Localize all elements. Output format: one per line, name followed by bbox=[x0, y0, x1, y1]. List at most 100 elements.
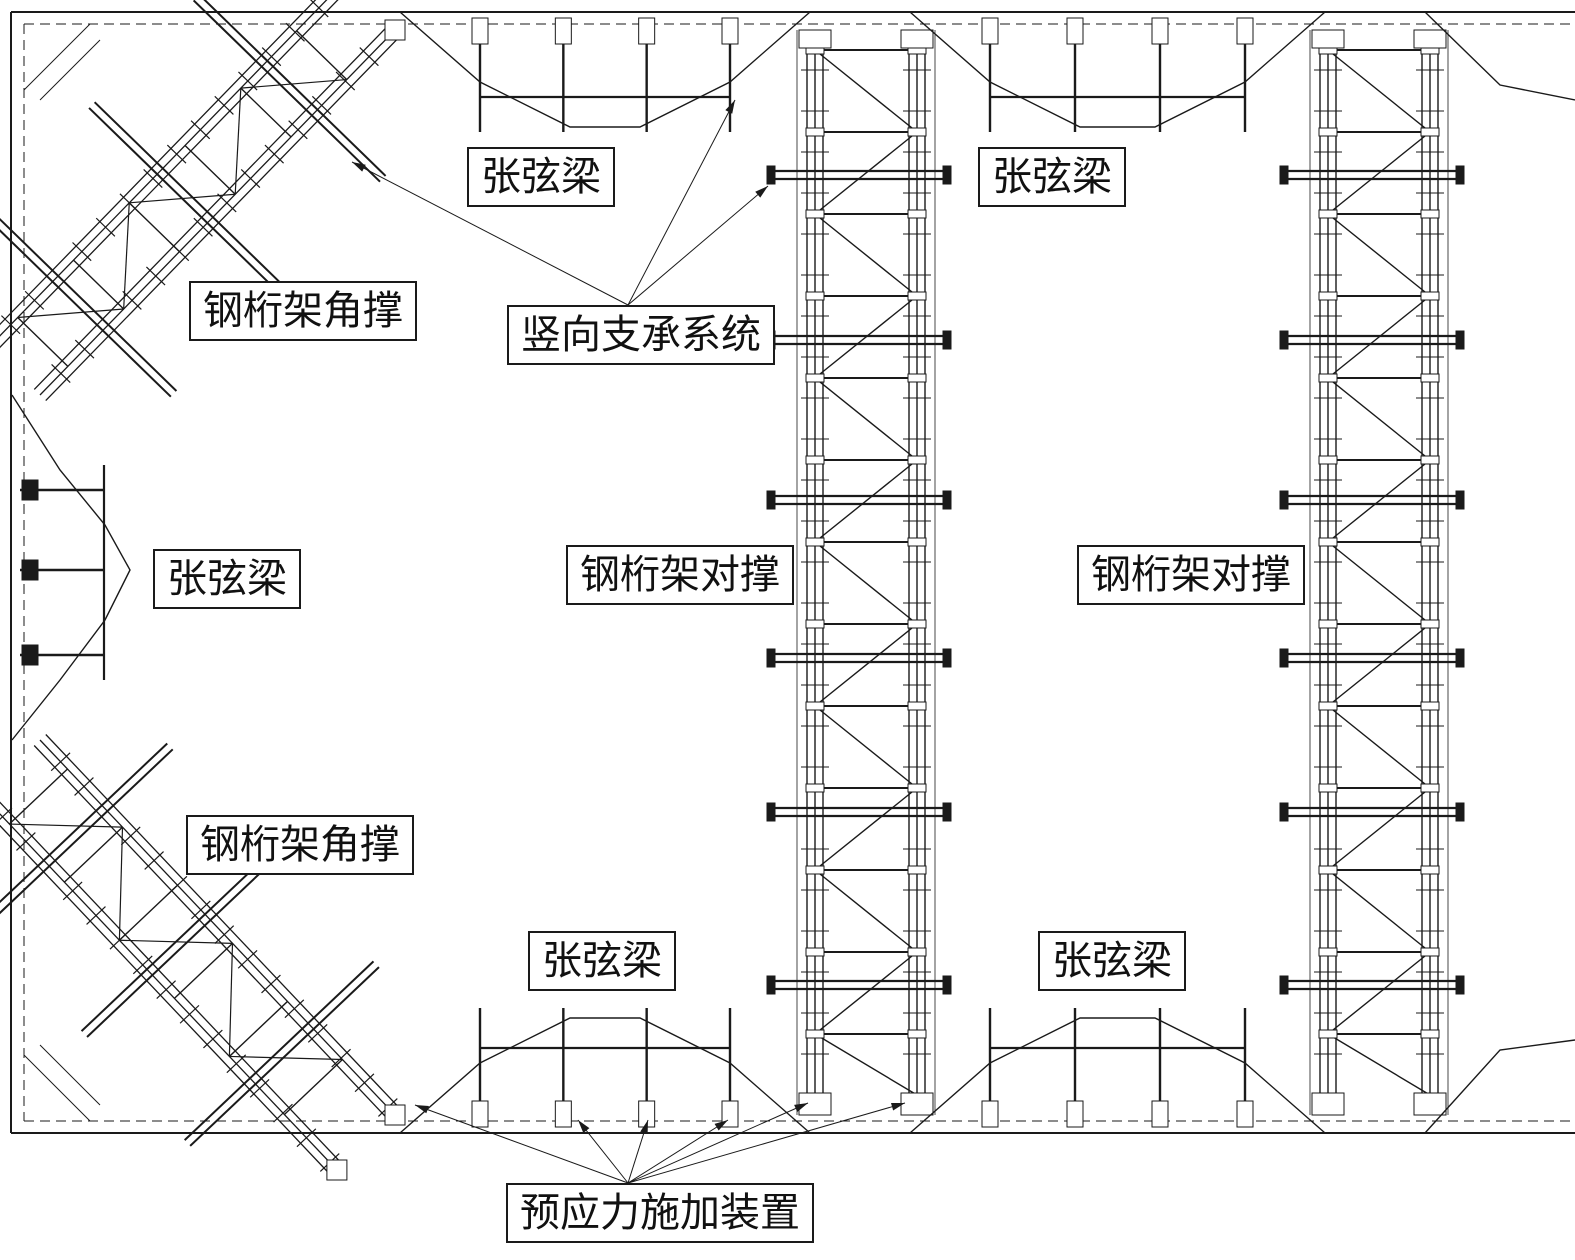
truss-1-chord-node bbox=[805, 209, 825, 219]
cable-beam-top-edge bbox=[1424, 11, 1575, 101]
corner-brace-upper-batten bbox=[335, 71, 356, 91]
truss-2-end-plate bbox=[1413, 29, 1447, 49]
corner-brace-upper-batten bbox=[359, 47, 379, 67]
truss-1-diagonal bbox=[814, 49, 918, 133]
leader-prestress-device-arrow bbox=[714, 1120, 728, 1131]
leader-prestress-device-arrow bbox=[891, 1103, 905, 1111]
truss-1-support-end bbox=[942, 165, 952, 185]
leader-prestress-device bbox=[414, 1104, 629, 1184]
truss-2-chord-node bbox=[1420, 127, 1440, 137]
truss-2-diagonal bbox=[1327, 869, 1431, 953]
truss-1-chord-node bbox=[805, 865, 825, 875]
truss-1-support-end bbox=[942, 975, 952, 995]
corner-brace-lower-batten bbox=[86, 906, 106, 925]
truss-1-chord-node bbox=[805, 291, 825, 301]
truss-1-chord-node bbox=[907, 783, 927, 793]
leader-vertical-support-arrow bbox=[352, 162, 366, 172]
corner-brace-upper-batten bbox=[261, 47, 282, 67]
truss-1-chord-node bbox=[907, 701, 927, 711]
leader-vertical-support bbox=[627, 185, 769, 306]
corner-brace-lower-web bbox=[8, 768, 68, 825]
label-vertical-support: 竖向支承系统 bbox=[507, 305, 775, 365]
cable-beam-left bbox=[11, 394, 131, 741]
corner-brace-lower-cross-beam bbox=[86, 857, 277, 1038]
truss-2-diagonal bbox=[1327, 377, 1431, 461]
truss-2-chord-node bbox=[1318, 373, 1338, 383]
truss-2-chord-node bbox=[1420, 291, 1440, 301]
corner-brace-lower-batten bbox=[156, 980, 177, 999]
truss-1-chord-node bbox=[805, 619, 825, 629]
truss-1-jack bbox=[900, 1092, 934, 1116]
steel-truss-corner-braces bbox=[0, 0, 406, 1181]
cable-beam-bottom-left-anchor bbox=[554, 1100, 572, 1128]
truss-2-support-end bbox=[1279, 490, 1289, 510]
truss-1-chord-node bbox=[907, 537, 927, 547]
corner-brace-lower-batten bbox=[191, 900, 211, 920]
corner-brace-upper-batten bbox=[24, 290, 45, 310]
corner-brace-upper-batten bbox=[166, 144, 187, 164]
corner-brace-upper-diagonal bbox=[123, 202, 130, 310]
corner-brace-lower-batten bbox=[296, 1128, 317, 1148]
truss-2-jack bbox=[1413, 1092, 1447, 1116]
truss-2-chord-node bbox=[1420, 947, 1440, 957]
corner-brace-upper-batten bbox=[146, 266, 166, 286]
truss-1-support-end bbox=[766, 165, 776, 185]
truss-1-chord-node bbox=[907, 947, 927, 957]
label-corner-brace-upper: 钢桁架角撑 bbox=[189, 281, 417, 341]
cable-beam-bottom-right-anchor bbox=[1236, 1100, 1254, 1128]
truss-1-diagonal bbox=[814, 787, 918, 871]
corner-brace-upper-chord bbox=[33, 23, 390, 390]
truss-1-support-end bbox=[766, 975, 776, 995]
corner-brace-upper-cross-beam bbox=[88, 107, 277, 290]
label-cable-beam-bottom-left: 张弦梁 bbox=[528, 931, 676, 991]
truss-1-diagonal bbox=[814, 377, 918, 461]
corner-brace-upper-web bbox=[296, 30, 348, 81]
truss-2-chord-node bbox=[1318, 865, 1338, 875]
truss-2-chord-node bbox=[1420, 373, 1440, 383]
truss-2-diagonal bbox=[1327, 49, 1431, 133]
cable-beam-top-right-anchor bbox=[1151, 17, 1169, 45]
truss-2-support-end bbox=[1455, 648, 1465, 668]
truss-1-chord-node bbox=[907, 373, 927, 383]
corner-brace-lower-chord bbox=[0, 801, 344, 1165]
corner-chamfer-upper-inner bbox=[39, 39, 101, 101]
truss-1-chord-node bbox=[805, 947, 825, 957]
corner-brace-upper-cross-beam bbox=[0, 217, 178, 392]
corner-brace-upper-batten bbox=[72, 242, 92, 262]
corner-brace-upper-diagonal bbox=[240, 78, 347, 89]
corner-brace-lower-chord bbox=[45, 734, 402, 1110]
truss-1-chord-node bbox=[907, 455, 927, 465]
corner-brace-upper-batten bbox=[288, 120, 308, 140]
leader-vertical-support bbox=[627, 99, 736, 306]
corner-brace-lower-chord bbox=[39, 739, 396, 1116]
corner-brace-upper-batten bbox=[193, 217, 213, 237]
truss-1-diagonal bbox=[814, 869, 918, 953]
corner-brace-lower-cross-beam bbox=[189, 966, 380, 1147]
corner-brace-upper-batten bbox=[74, 339, 95, 359]
truss-2-chord-node bbox=[1420, 1029, 1440, 1039]
leader-lines bbox=[351, 99, 906, 1184]
cable-beam-bottom-right bbox=[909, 1017, 1326, 1134]
label-cable-beam-left: 张弦梁 bbox=[153, 549, 301, 609]
corner-brace-lower-diagonal bbox=[118, 827, 124, 941]
truss-1-support-end bbox=[766, 490, 776, 510]
truss-1-chord-node bbox=[805, 701, 825, 711]
truss-2-end-plate bbox=[1311, 29, 1345, 49]
truss-1-end-plate bbox=[900, 29, 934, 49]
truss-2-chord-node bbox=[1318, 127, 1338, 137]
corner-brace-lower-cross-beam bbox=[80, 851, 272, 1032]
truss-1-diagonal bbox=[814, 541, 918, 625]
corner-brace-upper-end-block bbox=[384, 19, 406, 41]
corner-chamfer-lower-inner bbox=[39, 1044, 101, 1106]
corner-brace-upper-diagonal bbox=[234, 88, 242, 195]
truss-1-support-end bbox=[766, 802, 776, 822]
corner-brace-lower-batten bbox=[226, 1054, 247, 1074]
truss-1-chord-node bbox=[805, 127, 825, 137]
corner-brace-lower-batten bbox=[120, 826, 141, 846]
truss-2-diagonal bbox=[1327, 541, 1431, 625]
corner-brace-lower-batten bbox=[331, 1048, 351, 1068]
cable-beam-bottom-right-anchor bbox=[1066, 1100, 1084, 1128]
truss-1-diagonal bbox=[814, 459, 918, 543]
label-prestress-device: 预应力施加装置 bbox=[506, 1183, 814, 1243]
truss-2-support-end bbox=[1279, 165, 1289, 185]
